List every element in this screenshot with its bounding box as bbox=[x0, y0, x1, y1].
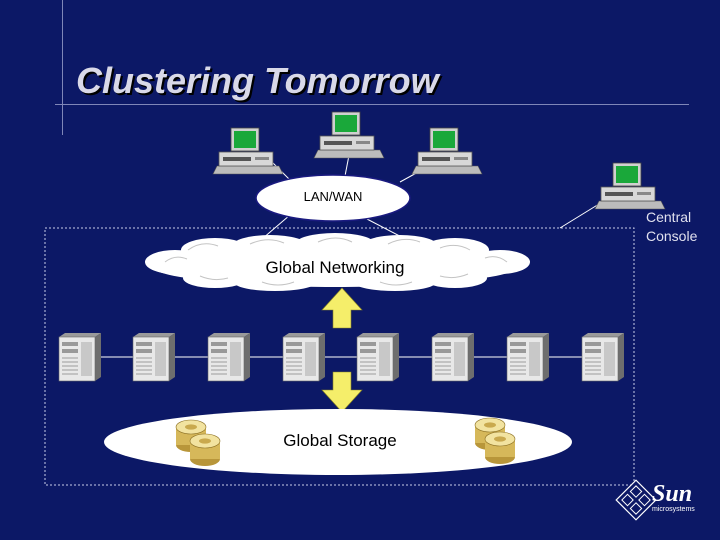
computer-icon bbox=[411, 127, 483, 175]
server-icon bbox=[356, 332, 400, 382]
server-icon bbox=[431, 332, 475, 382]
global-networking-label: Global Networking bbox=[265, 258, 405, 277]
title-horizontal-rule bbox=[55, 104, 689, 105]
server-icon bbox=[282, 332, 326, 382]
server-icon bbox=[581, 332, 625, 382]
central-console-line1: Central bbox=[646, 209, 692, 225]
sun-brand: Sun bbox=[652, 481, 693, 507]
central-console-label: Central Console bbox=[646, 208, 697, 246]
lan-wan-label: LAN/WAN bbox=[303, 189, 363, 204]
up-arrow bbox=[321, 287, 363, 329]
global-networking-cloud bbox=[145, 233, 530, 291]
server-icon bbox=[132, 332, 176, 382]
sun-logo-text: Sun microsystems bbox=[652, 482, 716, 514]
storage-disk-icon bbox=[484, 431, 516, 465]
slide-title: Clustering Tomorrow bbox=[76, 60, 439, 101]
computer-icon bbox=[212, 127, 284, 175]
global-storage-label: Global Storage bbox=[283, 431, 397, 450]
server-icon bbox=[58, 332, 102, 382]
server-icon bbox=[207, 332, 251, 382]
server-icon bbox=[506, 332, 550, 382]
lan-wan-ellipse bbox=[255, 174, 411, 222]
computer-icon bbox=[313, 111, 385, 159]
sun-subtitle: microsystems bbox=[652, 506, 695, 513]
storage-disk-icon bbox=[189, 433, 221, 467]
central-console-computer-icon bbox=[594, 162, 666, 210]
global-storage-ellipse bbox=[104, 409, 572, 475]
down-arrow bbox=[321, 371, 363, 413]
cluster-boundary bbox=[44, 227, 635, 486]
sun-logo bbox=[615, 479, 657, 521]
title-vertical-rule bbox=[62, 0, 63, 135]
central-console-line2: Console bbox=[646, 228, 698, 244]
